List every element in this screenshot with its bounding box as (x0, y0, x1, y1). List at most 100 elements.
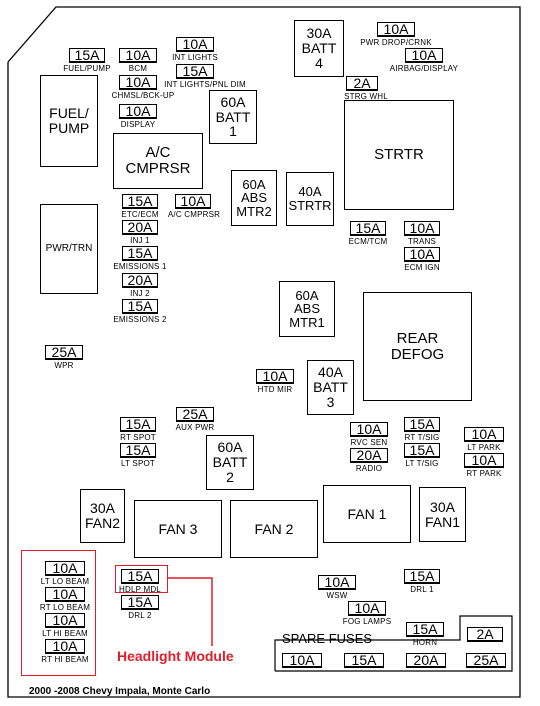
fuse-drl1: 15A (404, 569, 440, 584)
fuse-int-lights: 10A (176, 37, 214, 52)
fuse-strtr-40a: 40A STRTR (286, 172, 334, 226)
fuse-int-lights-pnl-dim: 15A (176, 64, 214, 79)
fuse-batt1: 60A BATT 1 (209, 90, 257, 144)
label-fog-lamps: FOG LAMPS (342, 617, 392, 626)
fuse-lt-lo-beam: 10A (45, 561, 85, 576)
label-rt-lo-beam: RT LO BEAM (39, 603, 91, 612)
label-lt-lo-beam: LT LO BEAM (40, 577, 90, 586)
label-bcm: BCM (128, 64, 148, 73)
fuse-rt-lo-beam: 10A (45, 587, 85, 602)
label-trans: TRANS (407, 237, 437, 246)
fuse-chmsl: 10A (119, 75, 157, 90)
label-drl2: DRL 2 (128, 611, 152, 620)
label-inj2: INJ 2 (130, 289, 150, 298)
fuse-lt-hi-beam: 10A (45, 613, 85, 628)
label-hdlp-mdl: HDLP MDL (119, 585, 161, 594)
fuse-fan2-30a: 30A FAN2 (80, 489, 125, 543)
relay-rear-defog: REAR DEFOG (363, 292, 472, 401)
label-chmsl: CHMSL/BCK-UP (111, 91, 175, 100)
callout-leader-line (168, 577, 213, 646)
label-etc-ecm: ETC/ECM (121, 210, 159, 219)
fuse-inj2: 20A (122, 273, 158, 288)
fuse-rvc-sen: 10A (350, 422, 388, 437)
spare-fuse-25a: 25A (466, 653, 506, 668)
fuse-pwr-drop: 10A (377, 22, 415, 37)
label-lt-tsig: LT T/SIG (405, 459, 439, 468)
label-rt-hi-beam: RT HI BEAM (41, 655, 89, 664)
fuse-abs-mtr2: 60A ABS MTR2 (231, 170, 277, 226)
spare-fuses-title: SPARE FUSES (282, 631, 373, 646)
fuse-ecm-tcm: 15A (350, 221, 386, 236)
fuse-aux-pwr: 25A (176, 407, 214, 422)
label-lt-hi-beam: LT HI BEAM (42, 629, 88, 638)
fuse-batt2: 60A BATT 2 (206, 435, 254, 490)
label-airbag: AIRBAG/DISPLAY (389, 64, 459, 73)
label-htd-mir: HTD MIR (257, 385, 293, 394)
label-inj1: INJ 1 (130, 236, 150, 245)
fuse-wpr: 25A (45, 345, 83, 360)
label-rt-park: RT PARK (466, 469, 502, 478)
fuse-strg-whl: 2A (346, 76, 378, 91)
spare-fuse-20a: 20A (406, 653, 446, 668)
fuse-airbag: 10A (405, 48, 443, 63)
fuse-rt-tsig: 15A (404, 417, 440, 432)
fuse-rt-park: 10A (464, 453, 504, 468)
fuse-fog-lamps: 10A (348, 601, 386, 616)
label-ac-cmprsr: A/C CMPRSR (167, 210, 221, 219)
fuse-batt4: 30A BATT 4 (294, 20, 344, 77)
spare-fuse-15a: 15A (344, 653, 384, 668)
diagram-caption: 2000 -2008 Chevy Impala, Monte Carlo (29, 686, 211, 697)
fuse-etc-ecm: 15A (122, 194, 158, 209)
label-lt-park: LT PARK (467, 443, 501, 452)
relay-strtr: STRTR (344, 100, 454, 210)
fuse-horn: 15A (406, 622, 444, 637)
spare-fuses-outline (274, 615, 513, 672)
fuse-emissions2: 15A (122, 299, 158, 314)
relay-pwr-trn: PWR/TRN (40, 204, 98, 294)
label-wsw: WSW (326, 591, 348, 600)
fuse-lt-spot: 15A (120, 443, 156, 458)
fuse-fuel-pump: 15A (69, 48, 105, 63)
fuse-drl2: 15A (121, 595, 159, 610)
fuse-abs-mtr1: 60A ABS MTR1 (279, 281, 335, 337)
fuse-htd-mir: 10A (256, 369, 294, 384)
fuse-ac-cmprsr: 10A (175, 194, 211, 209)
label-display: DISPLAY (120, 120, 156, 129)
fuse-hdlp-mdl: 15A (121, 569, 159, 584)
label-drl1: DRL 1 (410, 585, 434, 594)
label-horn: HORN (412, 638, 438, 647)
fuse-lt-park: 10A (464, 427, 504, 442)
fuse-trans: 10A (404, 221, 440, 236)
label-emissions2: EMISSIONS 2 (113, 315, 167, 324)
fuse-radio: 20A (350, 448, 388, 463)
relay-fan3: FAN 3 (134, 500, 222, 558)
fuse-rt-spot: 15A (120, 417, 156, 432)
label-radio: RADIO (355, 464, 383, 473)
label-aux-pwr: AUX PWR (175, 423, 215, 432)
label-int-lights-pnl-dim: INT LIGHTS/PNL DIM (164, 80, 246, 89)
label-rvc-sen: RVC SEN (350, 438, 388, 447)
relay-ac-cmprsr: A/C CMPRSR (113, 133, 203, 189)
label-emissions1: EMISSIONS 1 (113, 262, 167, 271)
fuse-emissions1: 15A (122, 246, 158, 261)
fuse-rt-hi-beam: 10A (45, 639, 85, 654)
fuse-lt-tsig: 15A (404, 443, 440, 458)
label-int-lights: INT LIGHTS (172, 53, 218, 62)
fuse-bcm: 10A (119, 48, 157, 63)
fuse-fan1-30a: 30A FAN1 (419, 487, 466, 542)
headlight-module-callout: Headlight Module (117, 648, 234, 664)
label-fuel-pump: FUEL/PUMP (63, 64, 111, 73)
spare-fuse-2a: 2A (467, 627, 503, 642)
fuse-ecm-ign: 10A (404, 247, 440, 262)
fuse-display: 10A (119, 104, 157, 119)
label-ecm-tcm: ECM/TCM (348, 237, 388, 246)
label-strg-whl: STRG WHL (344, 92, 388, 101)
label-lt-spot: LT SPOT (120, 459, 155, 468)
headlamp-fuses-highlight (21, 550, 96, 676)
fuse-batt3: 40A BATT 3 (307, 360, 354, 415)
label-wpr: WPR (54, 361, 74, 370)
label-ecm-ign: ECM IGN (404, 263, 440, 272)
relay-fuel-pump: FUEL/ PUMP (40, 75, 98, 167)
